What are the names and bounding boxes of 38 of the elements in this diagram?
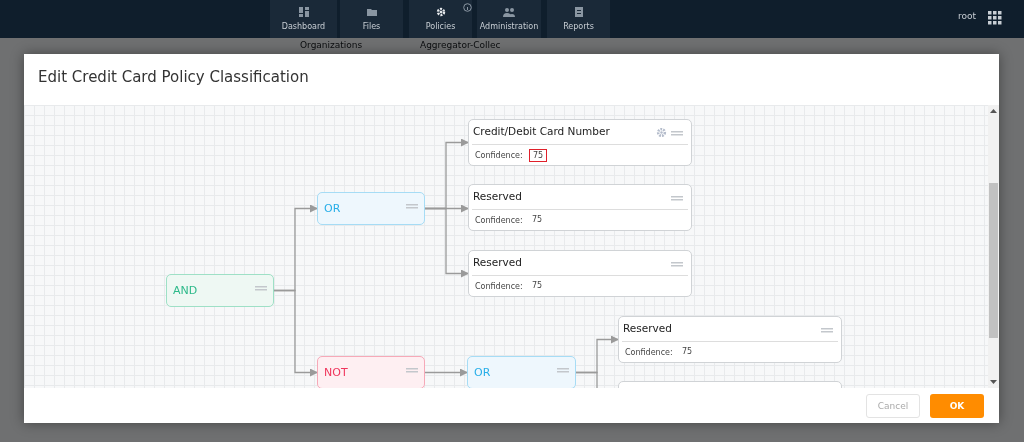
user-name: root xyxy=(958,11,977,21)
condition-card xyxy=(468,250,692,297)
connector-arrow xyxy=(424,207,469,278)
nav-tab: Dashboard xyxy=(270,0,337,38)
card-title: Credit/Debit Card Number xyxy=(473,125,610,137)
field-label: Confidence: xyxy=(475,216,523,225)
nav-tab: Administration xyxy=(477,0,541,38)
operator-label: OR xyxy=(324,202,341,215)
confidence-value: 75 xyxy=(531,280,544,291)
dialog-title: Edit Credit Card Policy Classification xyxy=(38,68,309,86)
nav-tab: Policies xyxy=(409,0,472,38)
field-label: Confidence: xyxy=(475,151,523,160)
nav-tab: Reports xyxy=(547,0,610,38)
condition-card xyxy=(468,184,692,231)
condition-card xyxy=(468,119,692,166)
condition-card xyxy=(618,316,842,363)
cancel-button: Cancel xyxy=(866,394,920,418)
confidence-value: 75 xyxy=(531,214,544,225)
breadcrumb-link: Aggregator-Collec xyxy=(420,40,501,50)
logic-node xyxy=(317,192,425,225)
field-label: Confidence: xyxy=(625,348,673,357)
connector-arrow xyxy=(424,368,468,377)
operator-label: NOT xyxy=(324,366,348,379)
confidence-value: 75 xyxy=(529,149,548,162)
logic-node xyxy=(467,356,576,388)
nav-tab: Files xyxy=(340,0,403,38)
card-title: Reserved xyxy=(623,322,672,334)
connector-arrow xyxy=(273,289,318,377)
card-title: Reserved xyxy=(473,256,522,268)
logic-node xyxy=(317,356,425,388)
confidence-value: 75 xyxy=(681,346,694,357)
card-title: Reserved xyxy=(473,190,522,202)
ok-button: OK xyxy=(930,394,984,418)
operator-label: OR xyxy=(474,366,491,379)
operator-label: AND xyxy=(173,284,198,297)
breadcrumb-link: Organizations xyxy=(300,40,363,50)
field-label: Confidence: xyxy=(475,282,523,291)
logic-node xyxy=(166,274,274,307)
